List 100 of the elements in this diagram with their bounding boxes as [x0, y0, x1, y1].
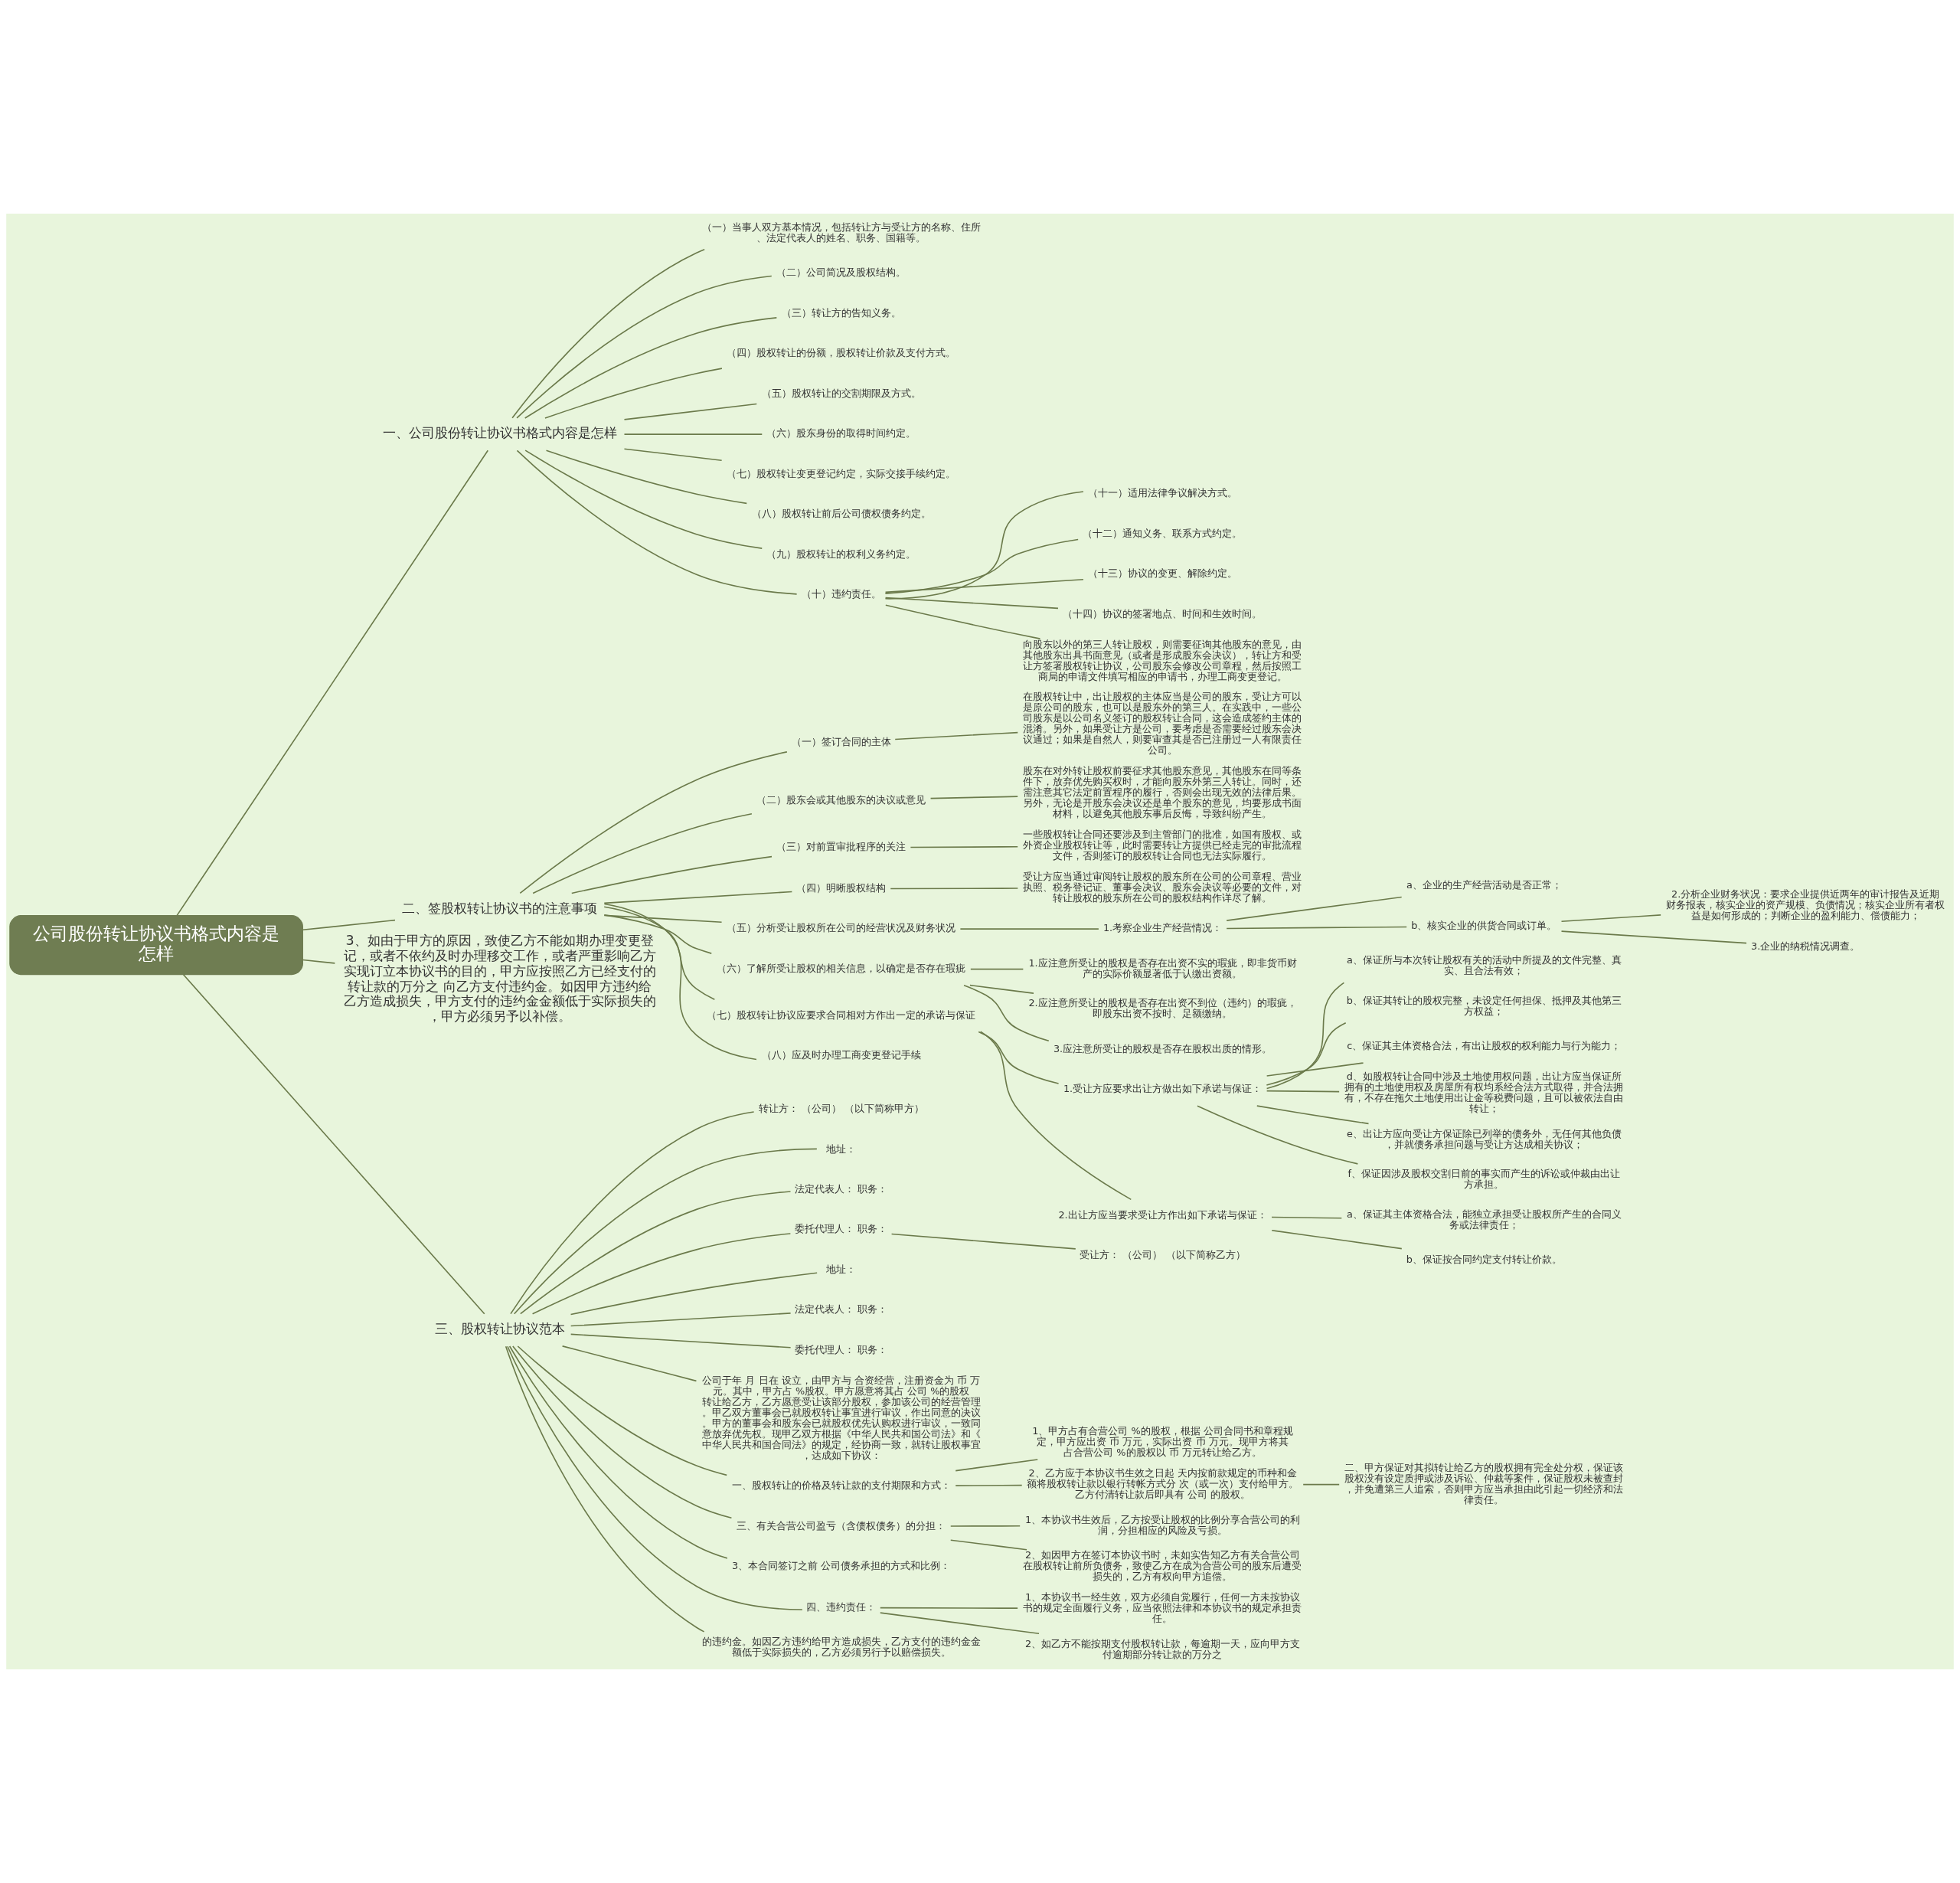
connector: [1266, 1022, 1347, 1086]
node-text: 2、如因甲方在签订本协议书时，未如实告知乙方有关合营公司在股权转让前所负债务，致使乙方在成为合营公司的股东后遭受损失的，乙方有权向甲方追偿。: [1023, 1549, 1302, 1583]
node-text: 在股权转让中，出让股权的主体应当是公司的股东，受让方可以是原公司的股东，也可以是股东外的第三人。在实践中，一些公司股东是以公司名义签订的股权转让合同，这会造成签约主体的混淆。另外，如果受让方是公司，要考虑是否需要经过股东会决议通过；如果是自然人，则要审查其是否已注册过一人有限责任公司。: [1023, 691, 1302, 757]
connector: [1266, 1062, 1364, 1077]
node-text: a、保证所与本次转让股权有关的活动中所提及的文件完整、真实、且合法有效；: [1346, 954, 1622, 977]
node-text: 三、股权转让协议范本: [434, 1320, 565, 1336]
connector: [519, 751, 788, 894]
connector: [929, 796, 1018, 799]
connector: [182, 973, 485, 1315]
connector: [1256, 1105, 1370, 1125]
connector: [978, 1031, 1060, 1084]
node-text: 受让方应当通过审阅转让股权的股东所在公司的公司章程、营业执照、税务登记证、董事会决议、股东会决议等必要的文件，对转让股权的股东所在公司的股权结构作详尽了解。: [1023, 870, 1302, 904]
node-text: 委托代理人： 职务：: [795, 1343, 888, 1355]
connector: [508, 1345, 728, 1559]
connector: [1271, 1230, 1403, 1250]
node-text: a、保证其主体资格合法，能独立承担受让股权所产生的合同义务或法律责任；: [1346, 1208, 1622, 1231]
node-text: b、保证按合同约定支付转让价款。: [1406, 1254, 1562, 1266]
node-text: 一、公司股份转让协议书格式内容是怎样: [382, 425, 617, 441]
node-text: （七）股权转让协议应要求合同相对方作出一定的承诺与保证: [707, 1009, 976, 1021]
connector: [603, 903, 757, 1061]
node-text: e、出让方应向受让方保证除已列举的债务外，无任何其他负债，并就债务承担问题与受让方达成相关协议；: [1346, 1127, 1622, 1150]
connector: [1197, 1105, 1359, 1165]
connector: [1266, 1090, 1340, 1093]
connector: [516, 275, 773, 419]
node-text: 1.考察企业生产经营情况：: [1102, 922, 1223, 934]
connector: [505, 1345, 705, 1633]
connector: [959, 928, 1099, 930]
connector: [570, 1313, 792, 1327]
connector: [520, 1191, 792, 1315]
node-text: 二、签股权转让协议书的注意事项: [402, 900, 598, 916]
connector: [176, 450, 489, 917]
connector: [885, 604, 1041, 639]
connector: [517, 1345, 728, 1476]
node-text: （六）了解所受让股权的相关信息，以确定是否存在瑕疵: [717, 962, 966, 974]
connector: [302, 919, 396, 931]
connector: [979, 1031, 1132, 1201]
node-text: 1.受让方应要求出让方做出如下承诺与保证：: [1063, 1083, 1263, 1095]
node-text: （七）股权转让变更登记约定，实际交接手续约定。: [727, 467, 956, 479]
connector: [510, 1111, 755, 1315]
node-text: （五）股权转让的交割期限及方式。: [761, 387, 921, 399]
connector: [884, 597, 1059, 610]
node-text: 一些股权转让合同还要涉及到主管部门的批准，如国有股权、或外资企业股权转让等，此时需要转让方提供已经走完的审批流程文件，否则签订的股权转让合同也无法实际履行。: [1023, 828, 1302, 861]
connector: [507, 1345, 803, 1610]
connector: [531, 1233, 792, 1315]
node-text: 委托代理人： 职务：: [795, 1223, 888, 1235]
connector: [512, 1345, 733, 1519]
connector: [910, 845, 1019, 848]
node-text: （二）公司简况及股权结构。: [776, 266, 906, 279]
connector: [511, 248, 705, 419]
connector: [970, 968, 1024, 970]
node-text: （一）当事人双方基本情况，包括转让方与受让方的名称、住所、法定代表人的姓名、职务、国籍等。: [701, 221, 981, 244]
node-text: 公司于年 月 日在 设立，由甲方与 合资经营，注册资金为 币 万元。其中，甲方占 %股权。甲方愿意将其占 公司 %的股权转让给乙方，乙方愿意受让该部分股权，参加该公司的经营管理。甲乙双方董事会已就股权转让事宜进行审议，作出同意的决议。甲方的董事会和股东会已就股权优先认购权进行审议，一致同意放弃优先权。现甲乙双方根据《中华人民共和国公司法》和《中华人民共和国合同法》的规定，经协商一致，就转让股权事宜，达成如下协议：: [701, 1374, 981, 1461]
connector: [516, 450, 798, 595]
connector: [524, 450, 763, 549]
connector: [969, 984, 1034, 994]
node-text: 一、股权转让的价格及转让款的支付期限和方式：: [731, 1479, 951, 1492]
node-text: （一）签订合同的主体: [791, 735, 891, 747]
node-text: 1、本协议书一经生效，双方必须自觉履行，任何一方未按协议书的规定全面履行义务，应当依照法律和本协议书的规定承担责任。: [1023, 1590, 1302, 1624]
node-box: 公司股份转让协议书格式内容是怎样: [9, 915, 303, 976]
node-text: （九）股权转让的权利义务约定。: [766, 548, 916, 560]
node-text: （五）分析受让股权所在公司的经营状况及财务状况: [727, 922, 956, 934]
connector: [884, 578, 1084, 593]
node-text: 3、如由于甲方的原因，致使乙方不能如期办理变更登记，或者不依约及时办理移交工作，或者严重影响乙方实现订立本协议书的目的，甲方应按照乙方已经支付的转让款的万分之 向乙方支付违约金。如因甲方违约给乙方造成损失，甲方支付的违约金金额低于实际损失的，甲方必须另予以补偿。: [343, 933, 656, 1025]
node-text: 3.应注意所受让的股权是否存在股权出质的情形。: [1053, 1042, 1272, 1054]
connector: [302, 959, 336, 964]
node-text: （十四）协议的签署地点、时间和生效时间。: [1063, 607, 1263, 619]
node-text: 2.应注意所受让的股权是否存在出资不到位（违约）的瑕疵，即股东出资不按时、足额缴纳。: [1028, 997, 1297, 1020]
connector: [603, 914, 713, 954]
connector: [570, 855, 773, 894]
node-text: 转让方： （公司） （以下简称甲方）: [758, 1103, 924, 1115]
node-text: 3、本合同签订之前 公司债务承担的方式和比例：: [732, 1560, 951, 1572]
connector: [623, 403, 758, 420]
node-text: 法定代表人： 职务：: [795, 1303, 888, 1316]
node-text: a、企业的生产经营活动是否正常；: [1406, 879, 1562, 891]
connector: [524, 317, 778, 419]
connector: [532, 812, 753, 894]
node-text: （三）转让方的告知义务。: [781, 306, 901, 319]
connector: [949, 1539, 1027, 1551]
node-text: 受让方： （公司） （以下简称乙方）: [1080, 1249, 1246, 1261]
node-text: b、保证其转让的股权完整，未设定任何担保、抵押及其他第三方权益；: [1346, 994, 1622, 1017]
connector: [1560, 914, 1661, 923]
connector: [879, 1607, 1018, 1609]
connector: [1266, 982, 1345, 1090]
node-text: 向股东以外的第三人转让股权，则需要征询其他股东的意见，由其他股东出具书面意见（或者是形成股东会决议），转让方和受让方签署股权转让协议，公司股东会修改公司章程，然后按照工商局的申请文件填写相应的申请书，办理工商变更登记。: [1023, 638, 1302, 682]
node-text: （十一）适用法律争议解决方式。: [1088, 487, 1237, 499]
connector: [603, 906, 716, 1001]
connector: [1226, 926, 1407, 930]
node-text: （十二）通知义务、联系方式约定。: [1083, 527, 1243, 539]
connector: [570, 1272, 818, 1316]
connector: [513, 1148, 818, 1315]
connector: [890, 888, 1019, 890]
node-text: 股东在对外转让股权前要征求其他股东意见，其他股东在同等条件下，放弃优先购买权时，才能向股东外第三人转让。同时，还需注意其它法定前置程序的履行，否则会出现无效的法律后果。另外，无论是开股东会决议还是单个股东的意见，均要形成书面材料，以避免其他股东事后反悔，导致纠纷产生。: [1023, 765, 1302, 820]
node-text: （六）股东身份的取得时间约定。: [766, 427, 916, 440]
connector: [623, 433, 763, 435]
node-text: c、保证其主体资格合法，有出让股权的权利能力与行为能力；: [1347, 1040, 1622, 1052]
node-text: （三）对前置审批程序的关注: [776, 841, 906, 853]
connector: [955, 1459, 1039, 1472]
connector: [963, 985, 1050, 1042]
node-text: 二、甲方保证对其拟转让给乙方的股权拥有完全处分权，保证该股权没有设定质押或涉及诉讼、仲裁等案件，保证股权未被查封，并免遭第三人追索，否则甲方应当承担由此引起一切经济和法律责任。: [1344, 1461, 1624, 1505]
connector: [884, 491, 1084, 600]
